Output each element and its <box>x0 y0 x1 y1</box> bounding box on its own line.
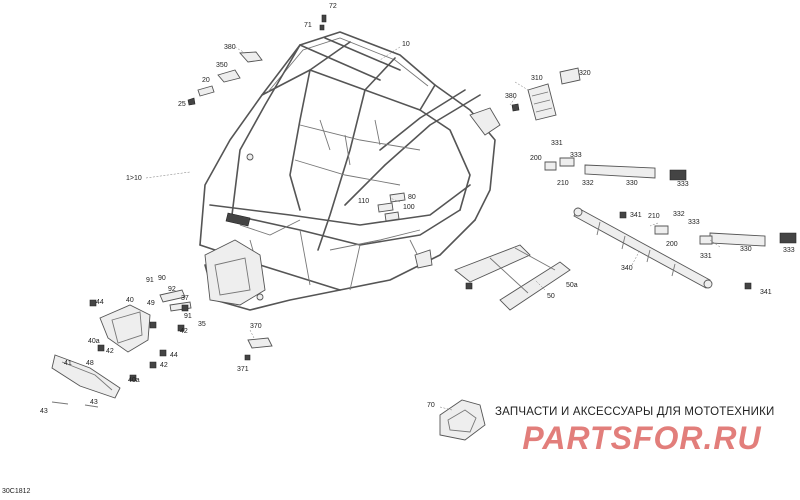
callout-label: 333 <box>783 247 795 254</box>
callout-label: 41 <box>64 360 72 367</box>
callout-label: 350 <box>216 62 228 69</box>
skid-bar-50 <box>454 244 571 311</box>
callout-label: 10 <box>402 41 410 48</box>
callout-label: 92 <box>168 286 176 293</box>
reference-code: 30C1812 <box>2 488 31 495</box>
callout-label: 48 <box>86 360 94 367</box>
watermark-tagline: ЗАПЧАСТИ И АКСЕССУАРЫ ДЛЯ МОТОТЕХНИКИ <box>495 406 775 418</box>
callout-label: 310 <box>531 75 543 82</box>
cross-bar-340 <box>573 207 752 290</box>
main-frame <box>199 31 501 311</box>
callout-label: 42 <box>180 328 188 335</box>
callout-label: 100 <box>403 204 415 211</box>
leader-lines <box>145 46 721 411</box>
callout-label: 200 <box>530 155 542 162</box>
rear-plate-assembly <box>511 67 581 121</box>
callout-label: 1>10 <box>126 175 142 182</box>
callout-label: 91 <box>184 313 192 320</box>
front-bumper-parts <box>51 289 192 408</box>
callout-label: 330 <box>740 246 752 253</box>
callout-label: 200 <box>666 241 678 248</box>
callout-label: 37 <box>181 295 189 302</box>
callout-label: 210 <box>648 213 660 220</box>
callout-label: 43 <box>40 408 48 415</box>
bracket-370 <box>244 337 273 361</box>
callout-label: 70 <box>427 402 435 409</box>
callout-label: 331 <box>700 253 712 260</box>
callout-label: 320 <box>579 70 591 77</box>
partsfor-logo: PARTSFOR.RU <box>522 420 761 456</box>
roof-bracket-parts <box>187 14 327 106</box>
callout-label: 380 <box>505 93 517 100</box>
callout-label: 91 <box>146 277 154 284</box>
callout-label: 50 <box>547 293 555 300</box>
callout-label: 72 <box>329 3 337 10</box>
callout-label: 333 <box>677 181 689 188</box>
callout-label: 370 <box>250 323 262 330</box>
callout-label: 332 <box>673 211 685 218</box>
callout-label: 380 <box>224 44 236 51</box>
callout-label: 71 <box>304 22 312 29</box>
callout-label: 332 <box>582 180 594 187</box>
callout-label: 42 <box>106 348 114 355</box>
callout-label: 44 <box>96 299 104 306</box>
callout-label: 341 <box>760 289 772 296</box>
callout-label: 210 <box>557 180 569 187</box>
callout-label: 50a <box>566 282 578 289</box>
callout-label: 49 <box>147 300 155 307</box>
callout-label: 40a <box>128 377 140 384</box>
lower-tube-330 <box>654 225 797 247</box>
callout-label: 330 <box>626 180 638 187</box>
callout-label: 44 <box>170 352 178 359</box>
callout-label: 331 <box>551 140 563 147</box>
callout-label: 333 <box>688 219 700 226</box>
center-brackets <box>377 192 406 222</box>
callout-label: 371 <box>237 366 249 373</box>
callout-labels: 72 71 380 10 350 20 25 310 320 380 1>10 … <box>40 3 795 415</box>
callout-label: 25 <box>178 101 186 108</box>
logo-text: PARTSFOR.RU <box>522 420 761 456</box>
callout-label: 90 <box>158 275 166 282</box>
callout-label: 333 <box>570 152 582 159</box>
callout-label: 80 <box>408 194 416 201</box>
callout-label: 20 <box>202 77 210 84</box>
callout-label: 35 <box>198 321 206 328</box>
upper-tube-330 <box>544 157 687 181</box>
part-70 <box>439 399 486 441</box>
callout-label: 40 <box>126 297 134 304</box>
callout-label: 43 <box>90 399 98 406</box>
callout-label: 341 <box>630 212 642 219</box>
callout-label: 40a <box>88 338 100 345</box>
callout-label: 42 <box>160 362 168 369</box>
callout-label: 340 <box>621 265 633 272</box>
callout-label: 110 <box>358 198 369 205</box>
